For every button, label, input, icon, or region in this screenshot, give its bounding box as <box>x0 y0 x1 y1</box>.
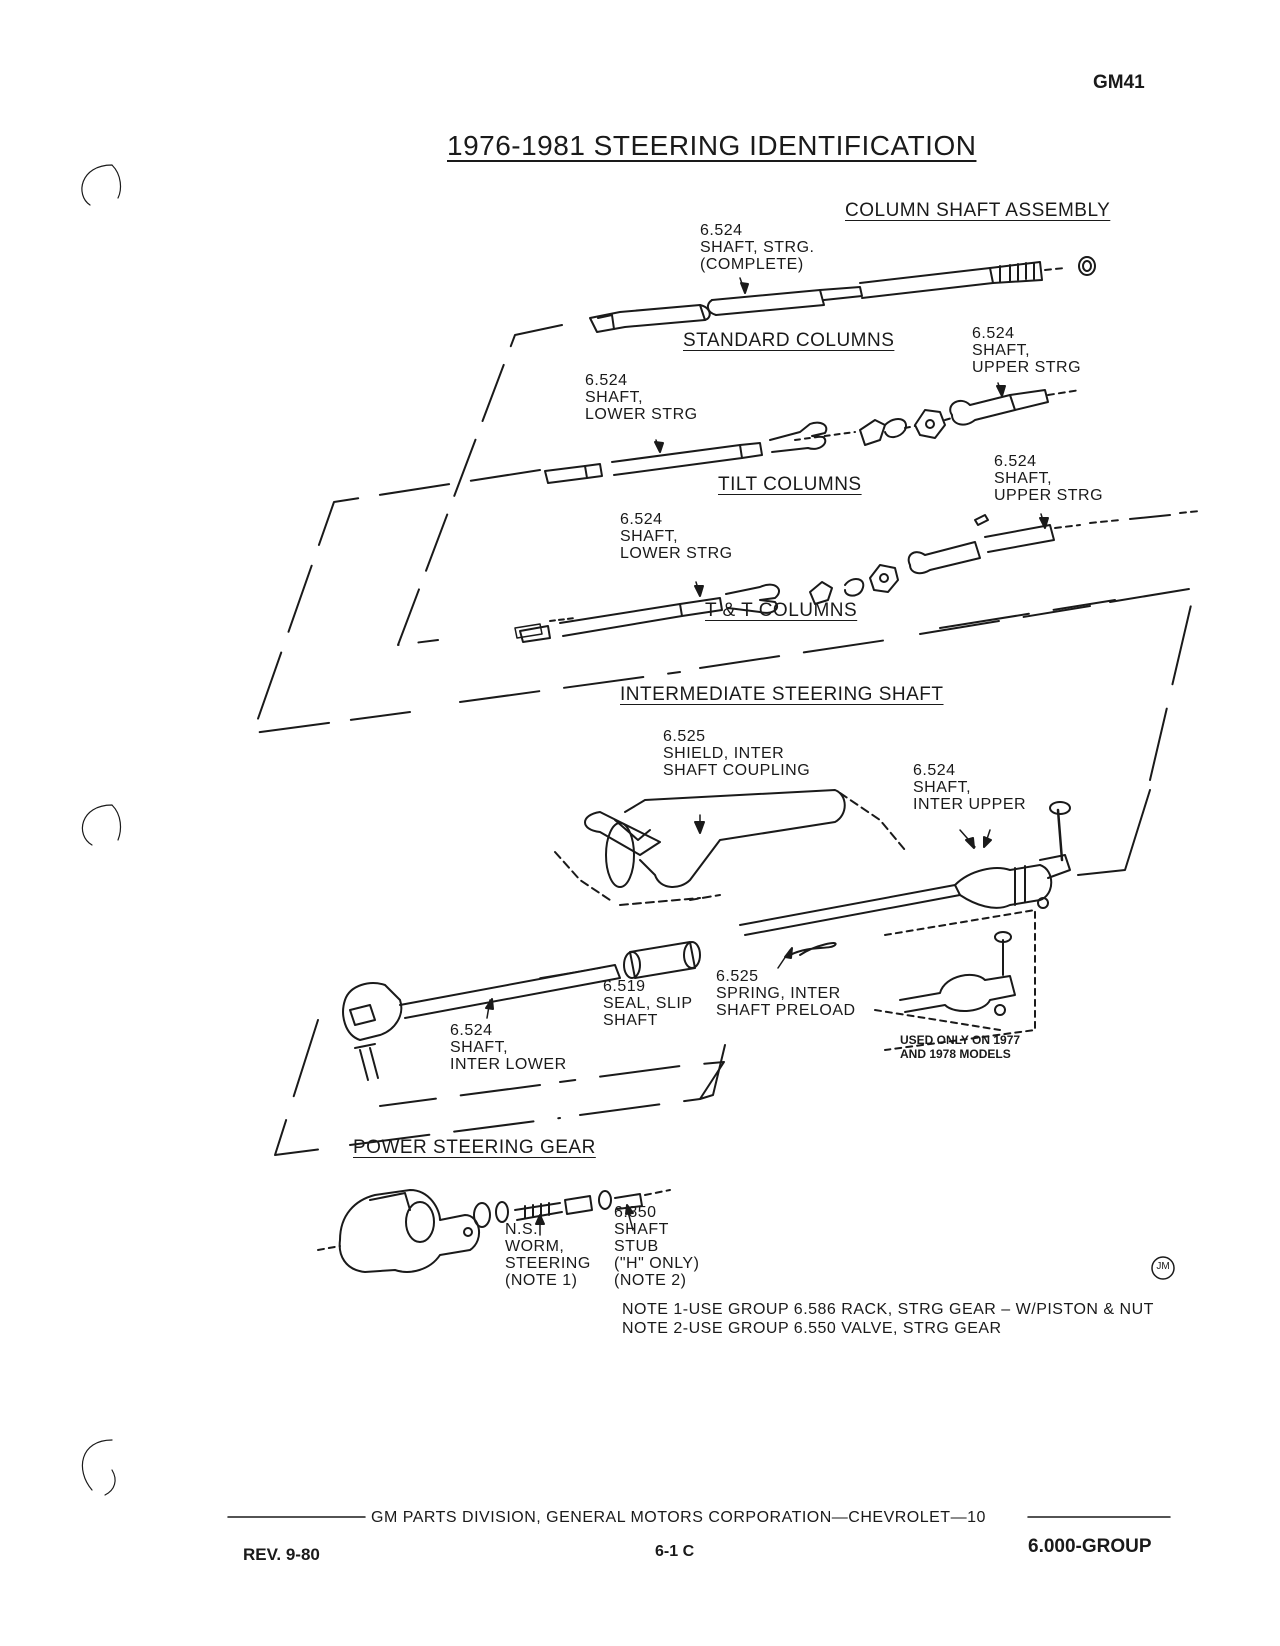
section-power-steering-gear: POWER STEERING GEAR <box>353 1137 596 1158</box>
page-title: 1976-1981 STEERING IDENTIFICATION <box>447 130 977 161</box>
section-tilt-columns: TILT COLUMNS <box>718 474 862 495</box>
power-steering-gear-drawing <box>317 1189 671 1273</box>
label-tilt-upper-shaft: 6.524 SHAFT, UPPER STRG <box>994 453 1104 504</box>
section-standard-columns: STANDARD COLUMNS <box>683 330 895 351</box>
label-inter-upper-shaft: 6.524 SHAFT, INTER UPPER <box>913 762 1027 813</box>
inter-upper-shaft-drawing <box>689 801 1071 936</box>
note-2: NOTE 2-USE GROUP 6.550 VALVE, STRG GEAR <box>622 1320 1002 1337</box>
footer-revision: REV. 9-80 <box>243 1545 320 1564</box>
page-code: GM41 <box>1093 72 1145 93</box>
section-intermediate-steering-shaft: INTERMEDIATE STEERING SHAFT <box>620 684 944 705</box>
label-preload-spring: 6.525 SPRING, INTER SHAFT PRELOAD <box>716 968 856 1019</box>
tilt-columns-drawing <box>519 510 1201 643</box>
tt-columns-drawing <box>514 617 576 639</box>
footer-group: 6.000-GROUP <box>1028 1536 1152 1557</box>
binder-hole-middle <box>81 804 122 846</box>
preload-spring-drawing <box>777 942 837 969</box>
jm-logo-circle <box>1151 1256 1175 1280</box>
label-slip-shaft-seal: 6.519 SEAL, SLIP SHAFT <box>603 978 693 1029</box>
standard-columns-drawing <box>544 382 1081 484</box>
binder-hole-bottom <box>81 1439 116 1496</box>
footer-division: GM PARTS DIVISION, GENERAL MOTORS CORPOR… <box>371 1509 986 1526</box>
slip-shaft-seal-drawing <box>623 941 701 979</box>
section-column-shaft-assembly: COLUMN SHAFT ASSEMBLY <box>845 200 1111 221</box>
label-tilt-lower-shaft: 6.524 SHAFT, LOWER STRG <box>620 511 733 562</box>
label-standard-lower-shaft: 6.524 SHAFT, LOWER STRG <box>585 372 698 423</box>
section-tt-columns: T & T COLUMNS <box>705 600 858 621</box>
inter-lower-shaft-drawing <box>342 964 621 1081</box>
label-steering-worm: N.S. WORM, STEERING (NOTE 1) <box>505 1221 591 1289</box>
label-shaft-complete: 6.524 SHAFT, STRG. (COMPLETE) <box>700 222 815 273</box>
label-shaft-stub: 6.850 SHAFT STUB ("H" ONLY) (NOTE 2) <box>614 1204 700 1289</box>
used-only-1977-1978-inset <box>874 909 1036 1051</box>
jm-logo: JM <box>1156 1261 1170 1272</box>
label-used-only-1977-1978: USED ONLY ON 1977 AND 1978 MODELS <box>900 1033 1021 1061</box>
label-inter-lower-shaft: 6.524 SHAFT, INTER LOWER <box>450 1022 567 1073</box>
shield-coupling-drawing <box>554 789 906 906</box>
routing-lines <box>252 324 1196 1156</box>
column-shaft-complete-drawing <box>589 256 1096 333</box>
label-standard-upper-shaft: 6.524 SHAFT, UPPER STRG <box>972 325 1082 376</box>
note-1: NOTE 1-USE GROUP 6.586 RACK, STRG GEAR –… <box>622 1301 1154 1318</box>
binder-hole-top <box>81 164 122 206</box>
footer-page-number: 6-1 C <box>655 1543 695 1560</box>
label-shield-coupling: 6.525 SHIELD, INTER SHAFT COUPLING <box>663 728 811 779</box>
